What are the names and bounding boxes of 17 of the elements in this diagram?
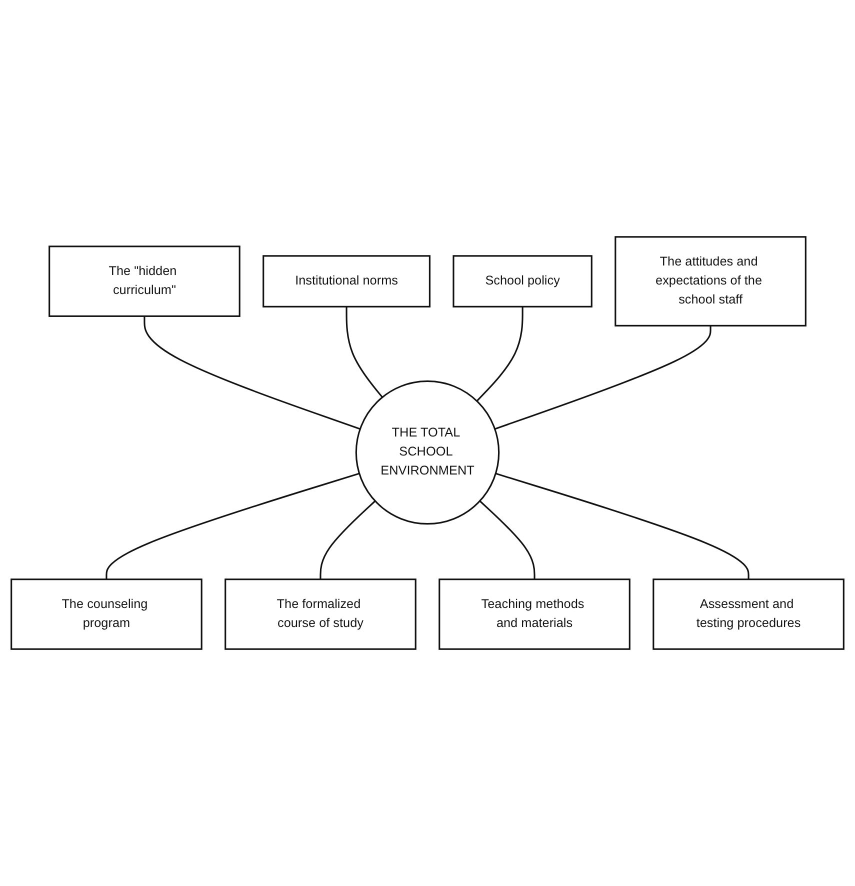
connector bbox=[479, 500, 536, 580]
connector bbox=[106, 472, 360, 580]
connector bbox=[494, 326, 712, 430]
node-box: The formalized course of study bbox=[224, 578, 416, 650]
connector bbox=[346, 306, 383, 398]
node-box: Institutional norms bbox=[262, 255, 430, 308]
node-box: Assessment and testing procedures bbox=[652, 578, 844, 650]
node-box: The counseling program bbox=[10, 578, 202, 650]
node-box: The "hidden curriculum" bbox=[48, 246, 240, 317]
connector bbox=[476, 306, 524, 402]
node-box: School policy bbox=[452, 255, 592, 308]
connector bbox=[495, 472, 750, 580]
connector bbox=[144, 316, 360, 430]
node-box: The attitudes and expectations of the school staff bbox=[614, 236, 806, 326]
connector bbox=[320, 500, 376, 580]
node-box: Teaching methods and materials bbox=[438, 578, 630, 650]
node-circle: THE TOTAL SCHOOL ENVIRONMENT bbox=[355, 380, 500, 525]
